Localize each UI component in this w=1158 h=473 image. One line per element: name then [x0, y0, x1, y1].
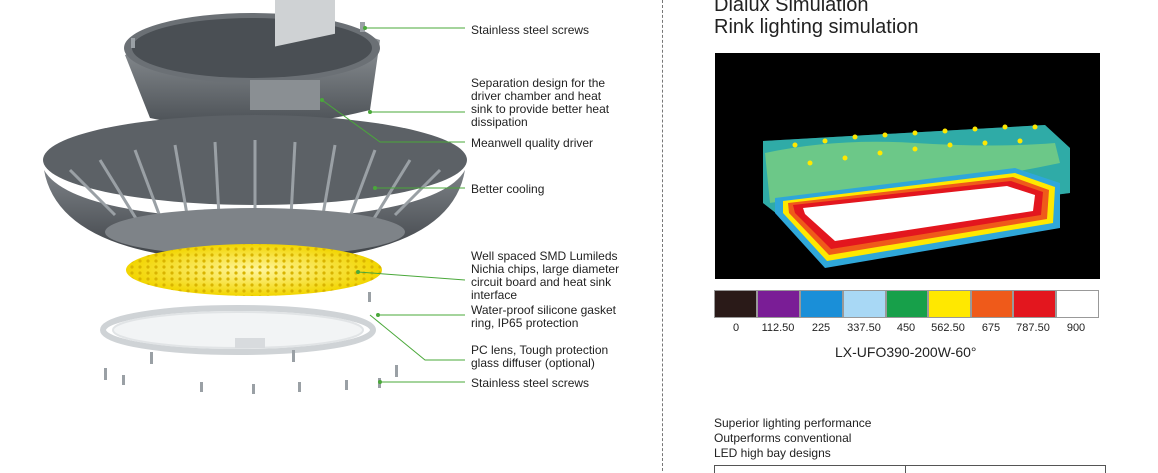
rink-simulation-image [715, 53, 1100, 279]
lead-line-3: LED high bay designs [714, 446, 831, 460]
scale-label: 0 [732, 322, 740, 334]
callout-smd-chips: Well spaced SMD Lumileds Nichia chips, l… [471, 249, 620, 302]
leader-lines [321, 27, 466, 383]
scale-swatch [1056, 290, 1099, 318]
scale-swatch [886, 290, 928, 318]
scale-label: 675 [981, 322, 1001, 334]
scale-label: 787.50 [1016, 322, 1050, 334]
scale-label: 562.50 [931, 322, 965, 334]
simulation-title: Dialux Simulation [714, 0, 869, 16]
callout-gasket: Water-proof silicone gasket ring, IP65 p… [471, 303, 616, 330]
led-board [126, 244, 382, 296]
scale-label: 900 [1066, 322, 1086, 334]
scale-swatch [843, 290, 886, 318]
table-top-edge [714, 465, 1106, 473]
scale-label: 225 [811, 322, 831, 334]
lens-ring [100, 305, 376, 355]
scale-swatch [800, 290, 843, 318]
callout-top-screws: Stainless steel screws [471, 23, 590, 37]
lead-line-1: Superior lighting performance [714, 416, 872, 430]
driver-chamber-cap [124, 0, 380, 128]
callout-pc-lens: PC lens, Tough protection glass diffuser… [471, 343, 609, 370]
simulation-subtitle: Rink lighting simulation [714, 16, 919, 38]
callout-cooling: Better cooling [471, 182, 545, 196]
scale-label: 112.50 [761, 322, 795, 334]
scale-swatch [1013, 290, 1056, 318]
scale-label: 450 [896, 322, 916, 334]
table-column-divider [905, 465, 906, 473]
callout-separation: Separation design for the driver chamber… [471, 76, 610, 129]
dashed-divider [662, 0, 663, 471]
callout-driver: Meanwell quality driver [471, 136, 594, 150]
scale-swatch [928, 290, 971, 318]
exploded-view-illustration [43, 0, 467, 394]
callout-bottom-screws: Stainless steel screws [471, 376, 590, 390]
scale-swatch [971, 290, 1013, 318]
scale-swatch [757, 290, 800, 318]
scale-label: 337.50 [847, 322, 881, 334]
lead-line-2: Outperforms conventional [714, 431, 852, 445]
scale-swatch [714, 290, 757, 318]
heat-sink [43, 115, 467, 262]
model-label: LX-UFO390-200W-60° [835, 344, 977, 360]
